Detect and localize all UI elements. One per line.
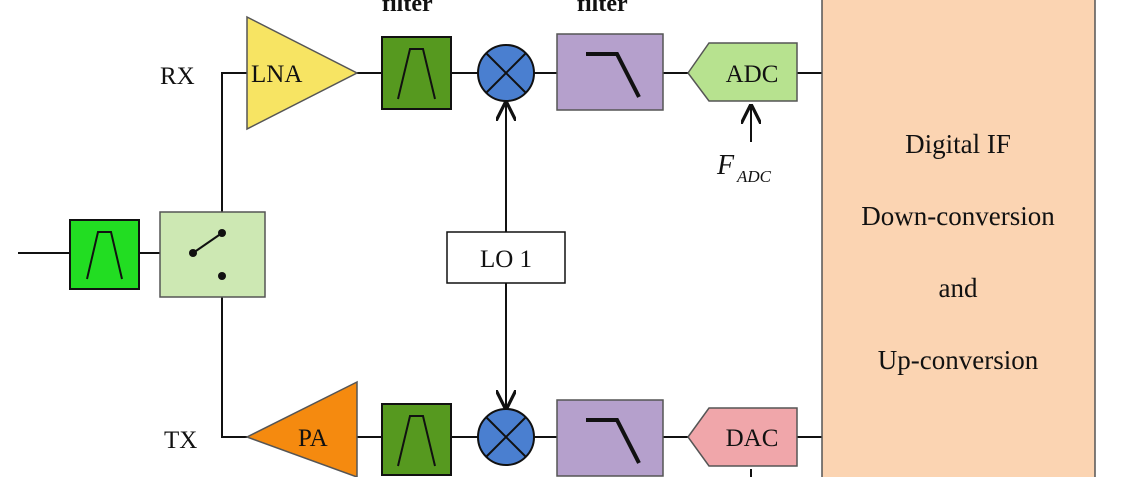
tx-label: TX — [164, 427, 197, 454]
lo-box — [446, 231, 566, 284]
panel-line-3: and — [939, 273, 978, 303]
rx-label: RX — [160, 63, 195, 90]
pa-triangle — [245, 380, 358, 477]
local-oscillator: LO 1 — [446, 231, 566, 284]
switch-tx-terminal — [218, 272, 226, 280]
tx-lowpass-filter — [556, 399, 664, 477]
adc-shape — [687, 42, 798, 102]
tx-bandpass-filter-box — [381, 403, 452, 476]
rx-bandpass-filter-box — [381, 36, 452, 110]
bandpass-filter-icon — [397, 415, 436, 467]
antenna-bandpass-filter — [69, 219, 140, 290]
panel-line-1: Digital IF — [905, 129, 1011, 159]
digital-if-panel: Digital IF Down-conversion and Up-conver… — [821, 0, 1096, 477]
tr-switch — [159, 211, 266, 298]
rx-lowpass-header: filter — [577, 0, 628, 17]
mixer-cross-b — [485, 416, 527, 458]
pa-label: PA — [298, 425, 328, 452]
lowpass-filter-icon — [586, 418, 641, 464]
lna-amplifier: LNA — [246, 15, 359, 131]
tx-bandpass-filter — [381, 403, 452, 476]
lna-triangle — [246, 15, 359, 131]
adc-label: ADC — [726, 61, 779, 88]
rf-switch-icon — [192, 232, 223, 254]
adc-converter: ADC — [687, 42, 798, 102]
mixer-cross-b — [485, 52, 527, 94]
pa-amplifier: PA — [245, 380, 358, 477]
fadc-clock-label: F ADC — [716, 150, 772, 186]
bandpass-filter-icon — [397, 48, 436, 100]
dac-label: DAC — [726, 425, 779, 452]
dac-shape — [687, 407, 798, 467]
panel-line-4: Up-conversion — [878, 345, 1039, 375]
rx-bandpass-filter: filter — [381, 0, 452, 110]
dac-converter: DAC — [687, 407, 798, 467]
lowpass-filter-icon — [586, 52, 641, 98]
switch-box — [159, 211, 266, 298]
switch-rx-terminal — [218, 229, 226, 237]
fadc-symbol: F — [716, 150, 735, 181]
rx-mixer — [477, 44, 535, 102]
fadc-subscript: ADC — [736, 167, 772, 186]
bandpass-filter-icon — [86, 231, 123, 280]
rx-lowpass-filter-box — [556, 33, 664, 111]
lo-label: LO 1 — [480, 246, 532, 273]
rx-lowpass-filter: filter — [556, 0, 664, 111]
rx-path-wire — [221, 72, 247, 212]
switch-common-terminal — [189, 249, 197, 257]
tx-path-wire — [221, 297, 247, 438]
tx-mixer — [477, 408, 535, 466]
tx-lowpass-filter-box — [556, 399, 664, 477]
panel-line-2: Down-conversion — [861, 201, 1055, 231]
signal-wires — [18, 72, 822, 477]
bandpass-filter-box — [69, 219, 140, 290]
lna-label: LNA — [251, 61, 302, 88]
rx-filter-header: filter — [382, 0, 433, 17]
digital-if-box — [821, 0, 1096, 477]
